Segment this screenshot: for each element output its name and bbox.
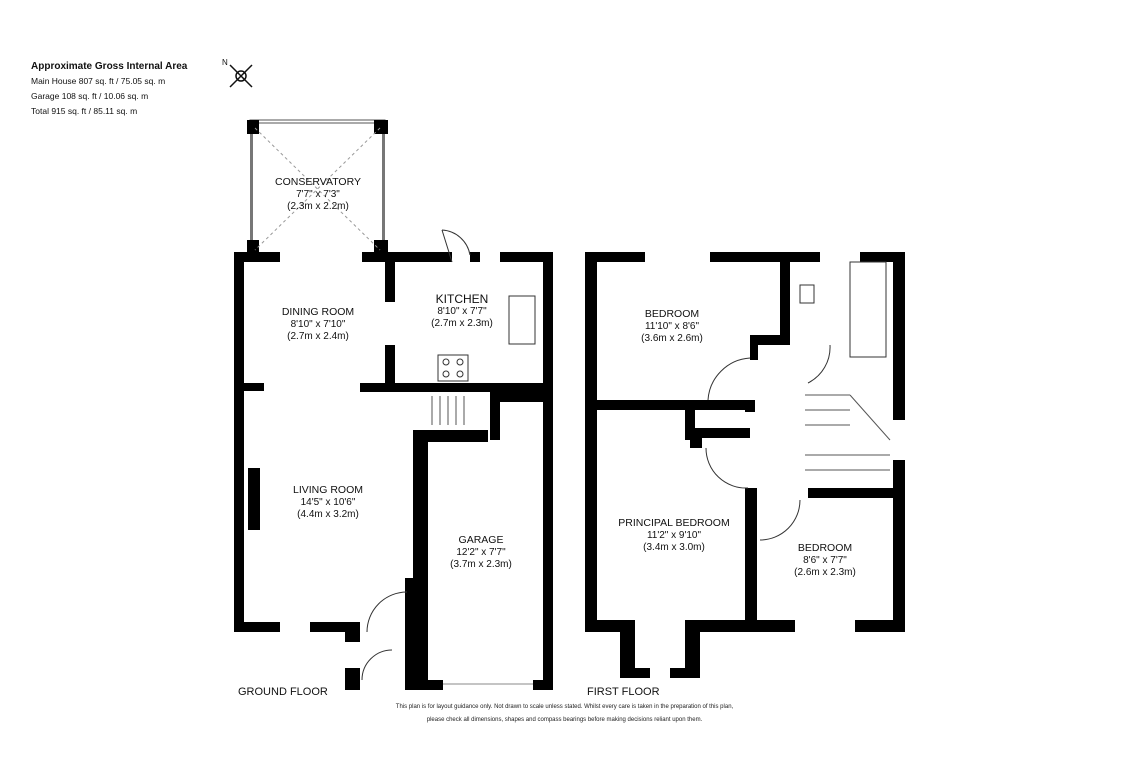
room-bedroom-2: BEDROOM 8'6" x 7'7" (2.6m x 2.3m)	[794, 542, 856, 580]
room-imperial: 8'10" x 7'7"	[437, 305, 487, 317]
room-name: CONSERVATORY	[275, 176, 361, 188]
disclaimer-line-2: please check all dimensions, shapes and …	[426, 717, 703, 723]
area-total: Total 915 sq. ft / 85.11 sq. m	[31, 106, 138, 116]
room-principal-bedroom: PRINCIPAL BEDROOM 11'2" x 9'10" (3.4m x …	[618, 517, 729, 555]
room-name: BEDROOM	[644, 308, 700, 320]
room-name: KITCHEN	[435, 292, 489, 306]
room-metric: (2.3m x 2.2m)	[287, 201, 349, 212]
disclaimer-line-1: This plan is for layout guidance only. N…	[395, 704, 734, 710]
room-imperial: 11'2" x 9'10"	[646, 529, 702, 541]
room-name: LIVING ROOM	[292, 484, 364, 496]
room-metric: (4.4m x 3.2m)	[297, 509, 359, 520]
ground-floor-label: GROUND FLOOR	[238, 686, 328, 698]
room-name: GARAGE	[458, 534, 504, 546]
area-title: Approximate Gross Internal Area	[31, 61, 188, 72]
room-imperial: 7'7" x 7'3"	[296, 188, 340, 200]
area-garage: Garage 108 sq. ft / 10.06 sq. m	[31, 91, 149, 101]
room-garage: GARAGE 12'2" x 7'7" (3.7m x 2.3m)	[450, 534, 512, 572]
room-conservatory: CONSERVATORY 7'7" x 7'3" (2.3m x 2.2m)	[275, 176, 361, 214]
room-metric: (2.6m x 2.3m)	[794, 567, 856, 578]
compass-icon	[229, 64, 253, 88]
room-imperial: 14'5" x 10'6"	[300, 496, 356, 508]
room-imperial: 11'10" x 8'6"	[644, 320, 700, 332]
room-imperial: 8'10" x 7'10"	[290, 318, 346, 330]
room-imperial: 8'6" x 7'7"	[803, 554, 847, 566]
room-name: DINING ROOM	[281, 306, 355, 318]
room-metric: (2.7m x 2.3m)	[431, 318, 493, 329]
room-kitchen: KITCHEN 8'10" x 7'7" (2.7m x 2.3m)	[431, 293, 493, 331]
room-living: LIVING ROOM 14'5" x 10'6" (4.4m x 3.2m)	[293, 484, 363, 522]
compass-label: N	[222, 58, 228, 67]
first-floor-walls	[585, 252, 905, 678]
room-name: BEDROOM	[797, 542, 853, 554]
room-metric: (3.4m x 3.0m)	[643, 542, 705, 553]
room-dining: DINING ROOM 8'10" x 7'10" (2.7m x 2.4m)	[282, 306, 354, 344]
room-bedroom-1: BEDROOM 11'10" x 8'6" (3.6m x 2.6m)	[641, 308, 703, 346]
room-name: PRINCIPAL BEDROOM	[618, 517, 730, 529]
room-metric: (3.6m x 2.6m)	[641, 333, 703, 344]
room-metric: (3.7m x 2.3m)	[450, 559, 512, 570]
ground-floor-walls	[234, 119, 553, 690]
area-main-house: Main House 807 sq. ft / 75.05 sq. m	[31, 76, 166, 86]
room-imperial: 12'2" x 7'7"	[456, 546, 506, 558]
first-floor-label: FIRST FLOOR	[587, 686, 660, 698]
room-metric: (2.7m x 2.4m)	[287, 331, 349, 342]
